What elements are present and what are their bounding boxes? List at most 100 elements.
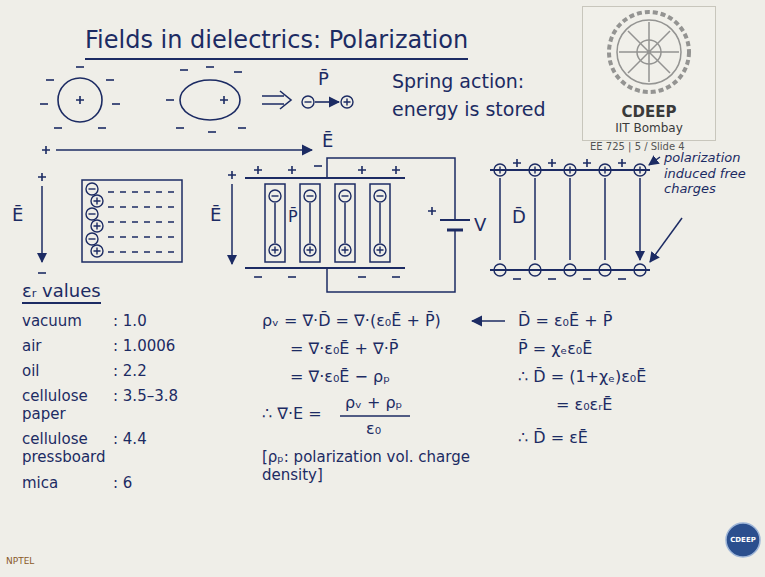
capacitor-with-dipoles-part bbox=[339, 244, 351, 256]
capacitor-with-dipoles-part bbox=[288, 276, 296, 278]
note-text: Spring action: bbox=[392, 70, 524, 93]
atom-polarized-part bbox=[206, 66, 214, 68]
capacitor-with-dipoles-part bbox=[327, 230, 455, 292]
equation: = ∇·ε₀Ē + ∇·P̄ bbox=[290, 339, 398, 358]
logo-text: CDEEP bbox=[583, 103, 715, 121]
equation: = ε₀εᵣĒ bbox=[556, 395, 612, 414]
capacitor-with-dipoles-part bbox=[274, 203, 276, 243]
capacitor-with-dipoles-part bbox=[304, 190, 316, 202]
capacitor-with-dipoles-part bbox=[358, 276, 366, 278]
free-charge-capacitor-part bbox=[564, 264, 576, 276]
atom-polarized-part bbox=[220, 96, 228, 104]
dipole-symbol-part bbox=[302, 96, 314, 108]
material-name: oil bbox=[22, 362, 40, 380]
equation: P̄ = χₑε₀Ē bbox=[518, 339, 592, 358]
equation-marks-part bbox=[472, 320, 505, 322]
capacitor-with-dipoles-part bbox=[428, 207, 436, 215]
capacitor-with-dipoles-part bbox=[269, 190, 281, 202]
watermark: NPTEL bbox=[6, 556, 34, 567]
equation: ∴ D̄ = εĒ bbox=[518, 428, 588, 447]
dielectric-block-part bbox=[108, 192, 176, 252]
capacitor-with-dipoles-part bbox=[300, 184, 320, 262]
logo-badge: CDEEP bbox=[725, 522, 761, 558]
capacitor-with-dipoles-part bbox=[379, 203, 381, 243]
equation: D̄ = ε₀Ē + P̄ bbox=[518, 311, 612, 330]
atom-polarized-part bbox=[234, 71, 242, 73]
free-charge-capacitor-part bbox=[529, 164, 541, 176]
equation: ρᵥ = ∇·D̄ = ∇·(ε₀Ē + P̄) bbox=[262, 311, 441, 330]
dielectric-block-part bbox=[41, 186, 43, 262]
free-charge-capacitor-part bbox=[564, 164, 576, 176]
permittivity-value: : 1.0006 bbox=[113, 337, 175, 355]
atom-polarized-part bbox=[180, 69, 188, 71]
field-symbol: Ē bbox=[322, 130, 333, 152]
free-charge-capacitor-part bbox=[494, 264, 506, 276]
capacitor-with-dipoles-part bbox=[245, 178, 405, 268]
capacitor-with-dipoles-part bbox=[265, 184, 285, 262]
capacitor-with-dipoles-part bbox=[339, 190, 351, 202]
material-name: cellulose paper bbox=[22, 387, 112, 423]
logo-box: CDEEPIIT Bombay bbox=[582, 6, 716, 141]
free-charge-capacitor-part bbox=[490, 170, 650, 270]
dipole-symbol-part bbox=[341, 96, 353, 108]
atom-polarized-part bbox=[238, 127, 246, 129]
capacitor-with-dipoles-part bbox=[374, 190, 386, 202]
permittivity-value: : 4.4 bbox=[113, 430, 147, 448]
free-charge-capacitor-part bbox=[649, 157, 660, 165]
atom-polarized bbox=[166, 67, 246, 132]
dielectric-block-part bbox=[82, 180, 182, 262]
atom-unpolarized-part bbox=[58, 78, 102, 122]
table-heading: εᵣ values bbox=[22, 280, 101, 304]
dielectric-block-part bbox=[86, 183, 98, 195]
capacitor-with-dipoles-part bbox=[392, 276, 400, 278]
free-charge-capacitor-part bbox=[548, 278, 556, 280]
free-charge-capacitor-part bbox=[618, 278, 626, 280]
free-charge-capacitor bbox=[490, 157, 682, 279]
dielectric-block-part bbox=[91, 245, 103, 257]
equation-note: [ρₚ: polarization vol. charge density] bbox=[262, 448, 492, 484]
atom-polarized-part bbox=[166, 99, 174, 101]
note-text: energy is stored bbox=[392, 98, 546, 121]
annotation: polarization induced free charges bbox=[664, 150, 760, 197]
free-charge-capacitor-part bbox=[500, 178, 640, 260]
dielectric-block-part bbox=[91, 220, 103, 232]
badge-circle bbox=[726, 523, 760, 557]
material-name: mica bbox=[22, 474, 58, 492]
equation-marks-part bbox=[340, 415, 410, 417]
free-charge-capacitor-part bbox=[634, 164, 646, 176]
free-charge-capacitor-part bbox=[599, 164, 611, 176]
capacitor-with-dipoles bbox=[228, 158, 470, 292]
free-charge-capacitor-part bbox=[650, 218, 682, 262]
capacitor-with-dipoles-part bbox=[228, 171, 236, 179]
dipole-symbol-part bbox=[315, 101, 339, 103]
dipole-moment-symbol: P̄ bbox=[318, 68, 329, 90]
atom-unpolarized-part bbox=[54, 127, 62, 129]
equation-numerator: ρᵥ + ρₚ bbox=[345, 393, 402, 412]
capacitor-with-dipoles-part bbox=[392, 166, 400, 174]
atom-unpolarized-part bbox=[112, 103, 120, 105]
permittivity-value: : 6 bbox=[113, 474, 132, 492]
free-charge-capacitor-part bbox=[583, 159, 591, 167]
free-charge-capacitor-part bbox=[529, 264, 541, 276]
capacitor-with-dipoles-part bbox=[231, 184, 233, 264]
free-charge-capacitor-part bbox=[634, 264, 646, 276]
field-arrow-part bbox=[56, 149, 312, 151]
implies-arrow bbox=[262, 91, 291, 109]
capacitor-with-dipoles-part bbox=[254, 276, 262, 278]
free-charge-capacitor-part bbox=[618, 159, 626, 167]
atom-unpolarized-part bbox=[98, 127, 106, 129]
capacitor-with-dipoles-part bbox=[374, 244, 386, 256]
capacitor-with-dipoles-part bbox=[288, 166, 296, 174]
atom-polarized-part bbox=[176, 127, 184, 129]
dielectric-block-part bbox=[86, 208, 98, 220]
flux-density-symbol: D̄ bbox=[511, 206, 527, 228]
capacitor-with-dipoles-part bbox=[370, 184, 390, 262]
capacitor-with-dipoles-part bbox=[327, 158, 455, 220]
permittivity-value: : 1.0 bbox=[113, 312, 147, 330]
atom-unpolarized-part bbox=[46, 79, 54, 81]
material-name: cellulose pressboard bbox=[22, 430, 112, 466]
capacitor-with-dipoles-part bbox=[358, 166, 366, 174]
atom-polarized-part bbox=[180, 80, 240, 120]
material-name: vacuum bbox=[22, 312, 82, 330]
free-charge-capacitor-part bbox=[548, 159, 556, 167]
